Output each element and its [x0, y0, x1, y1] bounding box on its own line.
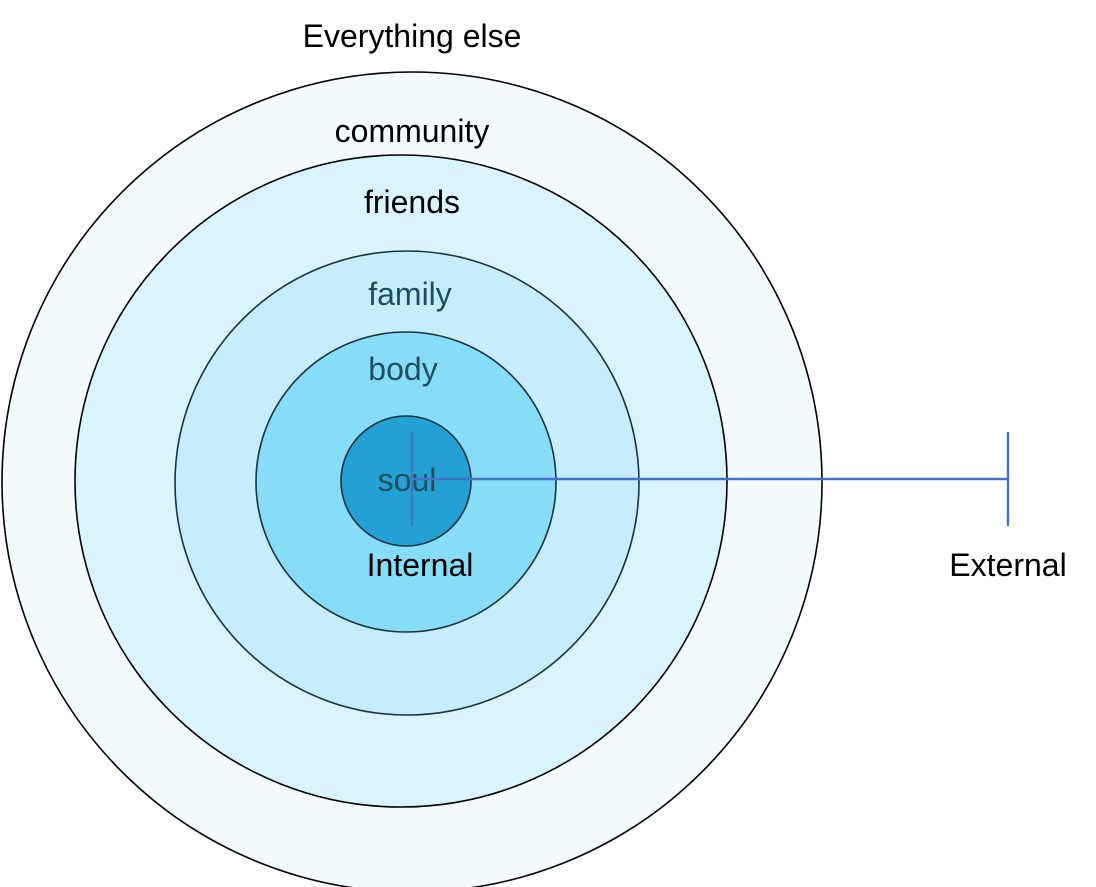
axis-label-external: External [949, 547, 1066, 583]
ring-label-community: community [335, 113, 490, 149]
ring-soul [340, 415, 472, 547]
ring-label-body: body [368, 351, 437, 387]
ring-label-family: family [368, 276, 452, 312]
outer-label-everything-else: Everything else [303, 18, 522, 54]
ring-label-friends: friends [364, 184, 460, 220]
axis-label-internal: Internal [367, 547, 474, 583]
